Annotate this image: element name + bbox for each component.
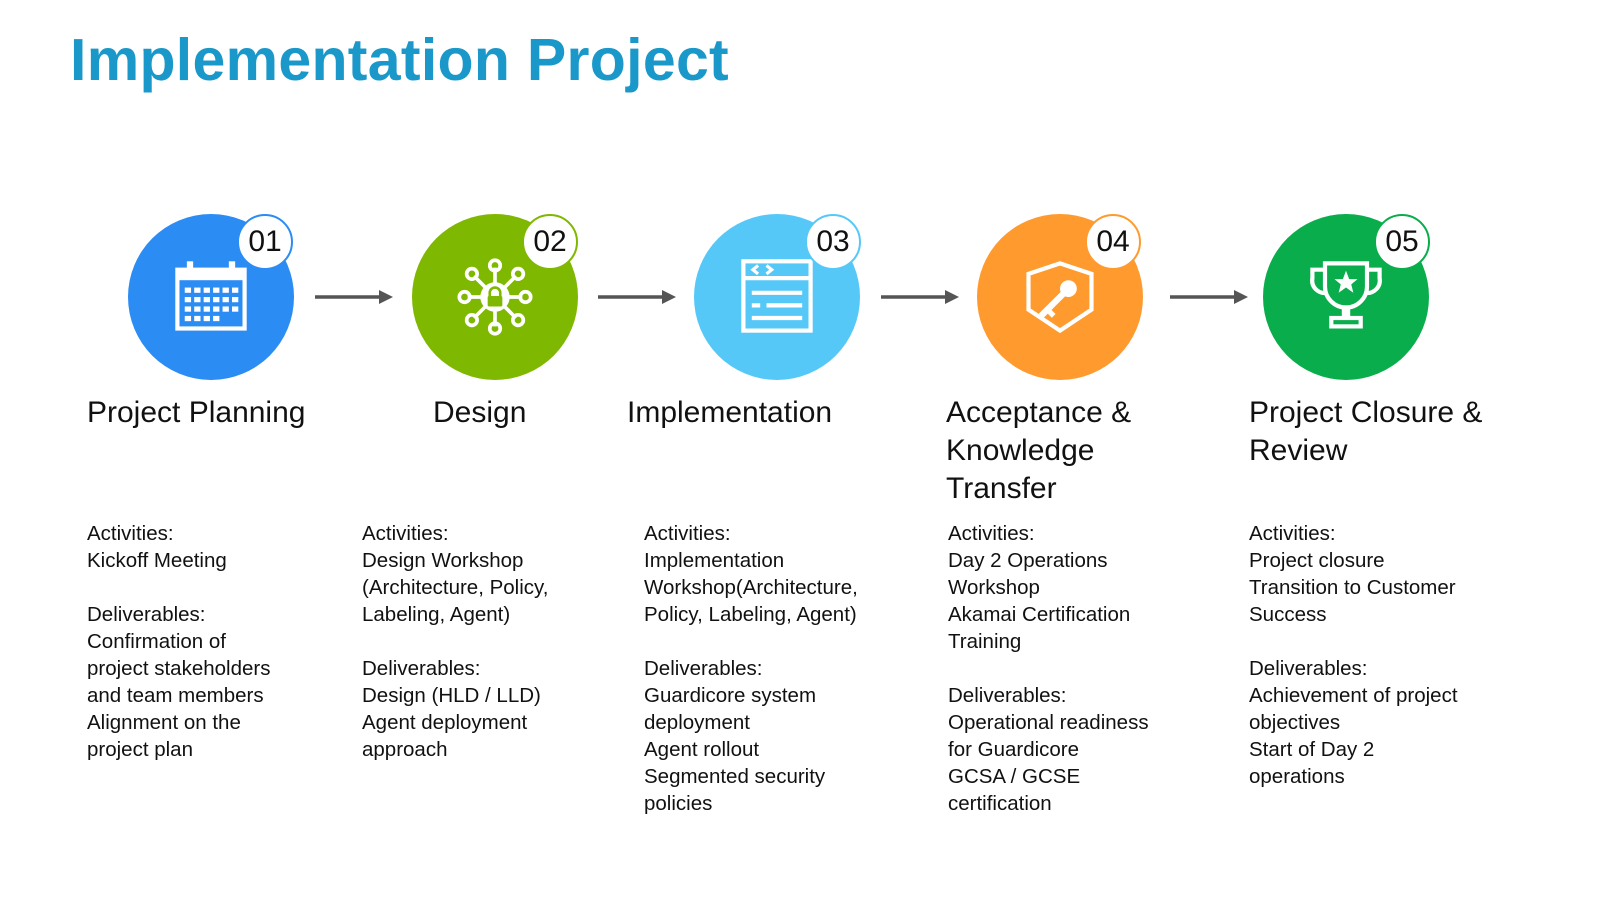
step-5-title: Project Closure & Review — [1249, 394, 1482, 470]
step-title-line: Project Closure & — [1249, 396, 1483, 429]
activities-label: Activities: — [948, 522, 1035, 545]
deliverable-item: Start of Day 2 — [1249, 738, 1375, 761]
arrow-right-icon — [1170, 290, 1248, 304]
deliverable-item: certification — [948, 792, 1052, 815]
step-title-line: Transfer — [946, 472, 1057, 505]
step-number-badge: 02 — [522, 214, 578, 270]
deliverables-label: Deliverables: — [362, 657, 481, 680]
step-title-line: Knowledge — [946, 434, 1095, 467]
step-title-line: Project Planning — [87, 396, 306, 429]
step-3-details: Activities: Implementation Workshop(Arch… — [644, 520, 858, 817]
step-2-title: Design — [433, 394, 526, 432]
activities-label: Activities: — [644, 522, 731, 545]
activity-item: Design Workshop — [362, 549, 524, 572]
deliverable-item: project plan — [87, 738, 193, 761]
deliverable-item: Agent deployment — [362, 711, 528, 734]
activities-label: Activities: — [362, 522, 449, 545]
step-4-title: Acceptance & Knowledge Transfer — [946, 394, 1131, 508]
deliverable-item: deployment — [644, 711, 750, 734]
trophy-icon — [1310, 261, 1382, 329]
deliverable-item: Confirmation of — [87, 630, 227, 653]
arrow-right-icon — [315, 290, 393, 304]
activity-item: Workshop(Architecture, — [644, 576, 858, 599]
activity-item: Project closure — [1249, 549, 1385, 572]
deliverable-item: approach — [362, 738, 448, 761]
step-5-details: Activities: Project closure Transition t… — [1249, 520, 1458, 790]
activity-item: (Architecture, Policy, — [362, 576, 549, 599]
code-window-icon — [741, 259, 813, 333]
step-title-line: Implementation — [627, 396, 833, 429]
deliverable-item: Achievement of project — [1249, 684, 1458, 707]
activity-item: Policy, Labeling, Agent) — [644, 603, 857, 626]
arrow-right-icon — [881, 290, 959, 304]
deliverables-label: Deliverables: — [1249, 657, 1368, 680]
step-title-line: Acceptance & — [946, 396, 1132, 429]
activities-label: Activities: — [1249, 522, 1336, 545]
deliverable-item: GCSA / GCSE — [948, 765, 1081, 788]
deliverable-item: Operational readiness — [948, 711, 1149, 734]
step-1-details: Activities: Kickoff Meeting Deliverables… — [87, 520, 270, 763]
calendar-icon — [175, 261, 247, 331]
step-title-line: Review — [1249, 434, 1348, 467]
deliverables-label: Deliverables: — [644, 657, 763, 680]
deliverable-item: Segmented security — [644, 765, 826, 788]
arrow-right-icon — [598, 290, 676, 304]
step-number-badge: 05 — [1374, 214, 1430, 270]
activity-item: Akamai Certification — [948, 603, 1131, 626]
activity-item: Kickoff Meeting — [87, 549, 227, 572]
activities-label: Activities: — [87, 522, 174, 545]
deliverables-label: Deliverables: — [87, 603, 206, 626]
deliverable-item: Guardicore system — [644, 684, 817, 707]
deliverable-item: project stakeholders — [87, 657, 271, 680]
step-2-details: Activities: Design Workshop (Architectur… — [362, 520, 548, 763]
network-lock-icon — [457, 258, 533, 336]
step-4-details: Activities: Day 2 Operations Workshop Ak… — [948, 520, 1149, 817]
activity-item: Success — [1249, 603, 1327, 626]
activity-item: Day 2 Operations — [948, 549, 1108, 572]
activity-item: Transition to Customer — [1249, 576, 1456, 599]
deliverable-item: Design (HLD / LLD) — [362, 684, 541, 707]
step-1-title: Project Planning — [87, 394, 305, 432]
deliverables-label: Deliverables: — [948, 684, 1067, 707]
step-number-badge: 01 — [237, 214, 293, 270]
deliverable-item: objectives — [1249, 711, 1341, 734]
deliverable-item: for Guardicore — [948, 738, 1080, 761]
shield-key-icon — [1026, 261, 1094, 334]
deliverable-item: and team members — [87, 684, 264, 707]
activity-item: Labeling, Agent) — [362, 603, 511, 626]
deliverable-item: policies — [644, 792, 713, 815]
deliverable-item: Agent rollout — [644, 738, 760, 761]
activity-item: Implementation — [644, 549, 785, 572]
step-3-title: Implementation — [627, 394, 832, 432]
step-number-badge: 04 — [1085, 214, 1141, 270]
activity-item: Workshop — [948, 576, 1040, 599]
step-title-line: Design — [433, 396, 527, 429]
deliverable-item: operations — [1249, 765, 1345, 788]
deliverable-item: Alignment on the — [87, 711, 241, 734]
step-number-badge: 03 — [805, 214, 861, 270]
page-title: Implementation Project — [70, 27, 729, 93]
activity-item: Training — [948, 630, 1022, 653]
